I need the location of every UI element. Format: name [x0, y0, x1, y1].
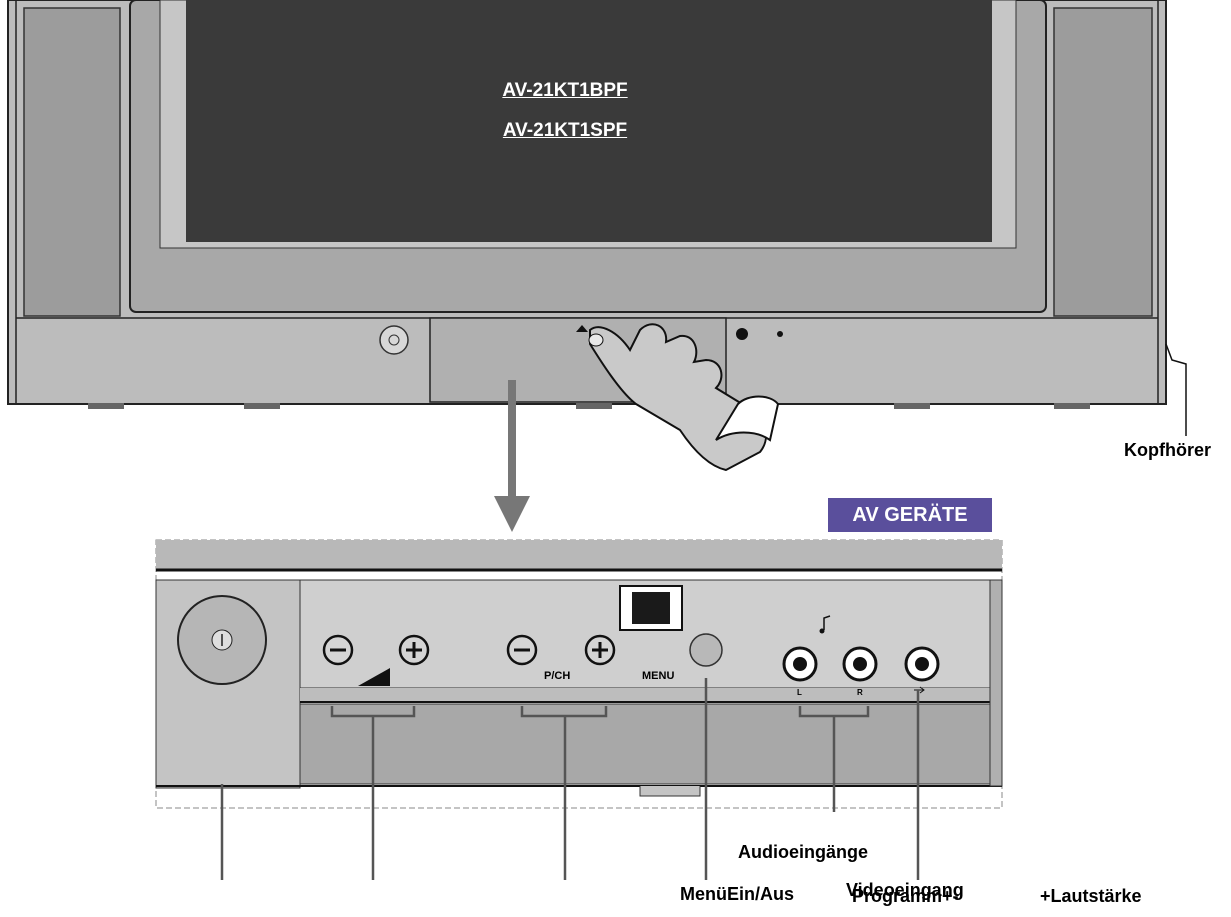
model-number-1: AV-21KT1BPF	[502, 80, 628, 101]
video-input-label: Videoeingang	[846, 880, 964, 900]
standby-led	[777, 331, 783, 337]
program-label: Programm+-	[852, 886, 959, 906]
volume-label: +Lautstärke	[1040, 886, 1142, 906]
tv-power-button[interactable]	[379, 325, 409, 355]
left-speaker	[23, 7, 121, 317]
music-note-icon	[823, 615, 831, 630]
audio-right-label: R	[857, 688, 863, 697]
audio-inputs-label: Audioeingänge	[738, 842, 868, 862]
av-devices-badge: AV GERÄTE	[828, 498, 992, 532]
screen	[186, 0, 992, 242]
callout-lines	[220, 678, 920, 880]
right-speaker	[1053, 7, 1153, 317]
menu-label: MENU	[642, 670, 675, 682]
menu-button[interactable]	[689, 633, 723, 667]
headphone-jack-indicator	[736, 328, 748, 340]
audio-left-label: L	[797, 688, 802, 697]
zoom-arrow	[494, 380, 530, 532]
menu-on-off-label: MenüEin/Aus	[680, 884, 795, 904]
pointing-hand-icon	[588, 323, 780, 472]
headphones-label: Kopfhörer	[1124, 440, 1211, 460]
volume-ramp-icon	[358, 668, 390, 686]
control-panel	[155, 539, 1003, 809]
channel-label: P/CH	[544, 670, 571, 682]
tv-body	[7, 0, 1187, 436]
model-number-2: AV-21KT1SPF	[502, 120, 628, 141]
eject-icon	[576, 325, 588, 332]
